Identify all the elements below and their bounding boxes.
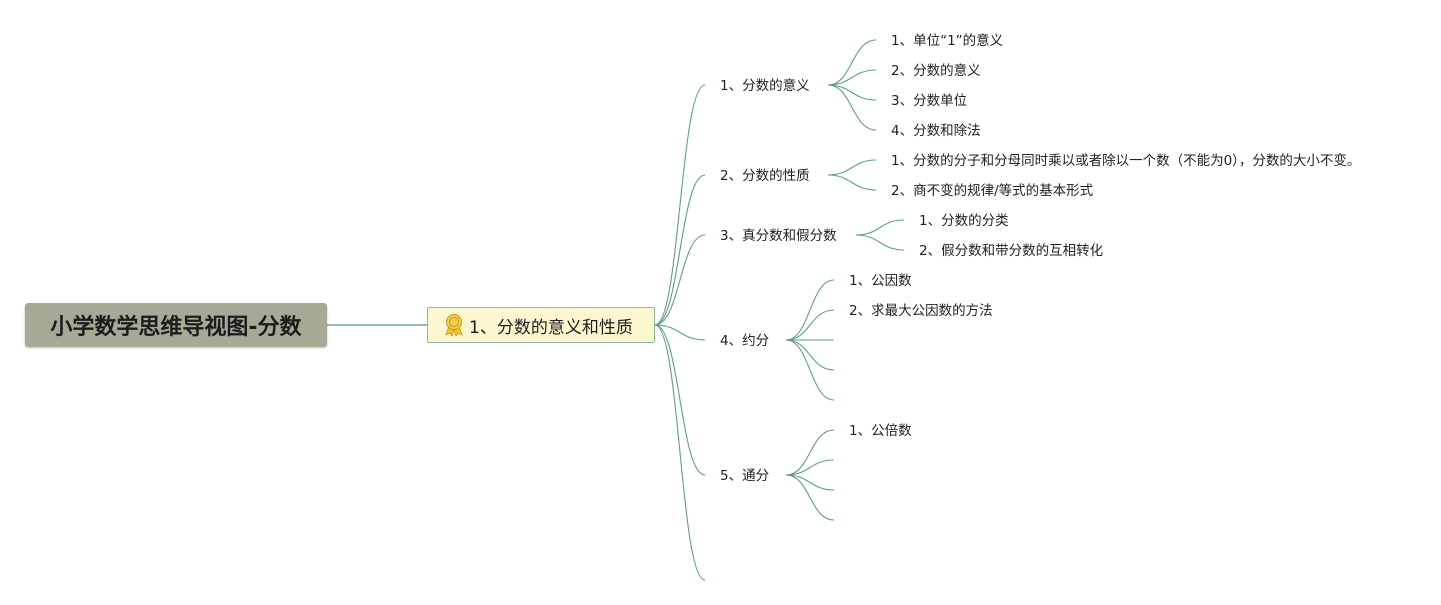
- branch-topic-4[interactable]: 4、约分: [720, 333, 770, 349]
- connector-b1-c1: [827, 39, 877, 86]
- branch-topic-5[interactable]: 5、通分: [720, 468, 770, 484]
- connector-b5-c2: [785, 459, 835, 476]
- connector-b5-c4: [785, 474, 835, 521]
- subtopic-3-2[interactable]: 2、假分数和带分数的互相转化: [919, 243, 1104, 259]
- root-topic-label: 小学数学思维导视图-分数: [50, 315, 302, 340]
- main-topic-label: 1、分数的意义和性质: [469, 317, 633, 338]
- connector-b3-c1: [855, 219, 905, 236]
- branch-topic-2[interactable]: 2、分数的性质: [720, 168, 810, 184]
- subtopic-1-1[interactable]: 1、单位“1”的意义: [891, 33, 1004, 49]
- connector-b4-c4: [785, 339, 835, 371]
- subtopic-1-2[interactable]: 2、分数的意义: [891, 63, 981, 79]
- connector-main-branch-4: [654, 324, 706, 341]
- subtopic-3-1[interactable]: 1、分数的分类: [919, 213, 1009, 229]
- connector-b5-c3: [785, 474, 835, 491]
- connector-main-branch-6: [654, 324, 706, 581]
- subtopic-4-2[interactable]: 2、求最大公因数的方法: [849, 303, 993, 319]
- branch-topic-3[interactable]: 3、真分数和假分数: [720, 228, 837, 244]
- connector-b1-c3: [827, 84, 877, 101]
- award-ribbon-icon: [443, 313, 465, 337]
- connector-b4-c1: [785, 279, 835, 341]
- connector-main-branch-2: [654, 174, 706, 326]
- connector-b5-c1: [785, 429, 835, 476]
- subtopic-1-4[interactable]: 4、分数和除法: [891, 123, 981, 139]
- subtopic-4-1[interactable]: 1、公因数: [849, 273, 912, 289]
- connector-b2-c1: [827, 159, 877, 176]
- subtopic-5-1[interactable]: 1、公倍数: [849, 423, 912, 439]
- connector-main-branch-5: [654, 324, 706, 476]
- branch-topic-1[interactable]: 1、分数的意义: [720, 78, 810, 94]
- connector-main-branch-1: [654, 84, 706, 326]
- connector-b1-c2: [827, 69, 877, 86]
- main-topic[interactable]: 1、分数的意义和性质: [427, 307, 655, 343]
- connector-b3-c2: [855, 234, 905, 251]
- subtopic-2-2[interactable]: 2、商不变的规律/等式的基本形式: [891, 183, 1094, 199]
- connector-b4-c2: [785, 309, 835, 341]
- root-topic[interactable]: 小学数学思维导视图-分数: [25, 303, 327, 347]
- connector-main-branch-3: [654, 234, 706, 326]
- connector-b4-c5: [785, 339, 835, 401]
- subtopic-2-1[interactable]: 1、分数的分子和分母同时乘以或者除以一个数（不能为0），分数的大小不变。: [891, 153, 1361, 169]
- connector-b2-c2: [827, 174, 877, 191]
- connector-b1-c4: [827, 84, 877, 131]
- subtopic-1-3[interactable]: 3、分数单位: [891, 93, 968, 109]
